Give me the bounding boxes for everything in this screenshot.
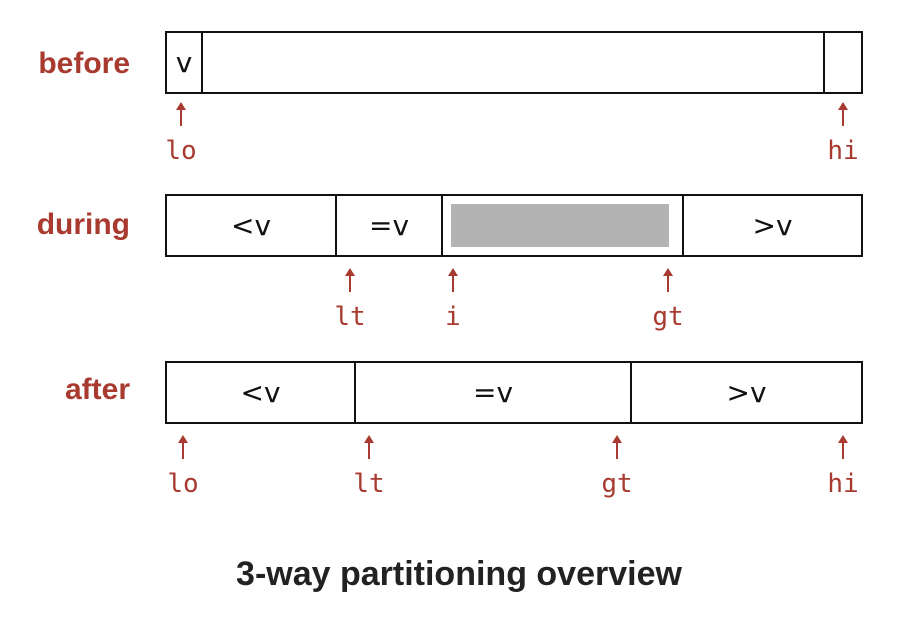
up-arrow-icon <box>663 268 673 292</box>
up-arrow-icon <box>178 435 188 459</box>
pointer-hi-before: hi <box>813 102 873 166</box>
array-after: <v =v >v <box>165 361 863 424</box>
pointer-hi-after: hi <box>813 435 873 499</box>
pointer-label: lo <box>167 469 199 499</box>
up-arrow-icon <box>176 102 186 126</box>
pointer-lo-after: lo <box>153 435 213 499</box>
up-arrow-icon <box>345 268 355 292</box>
row-label-before: before <box>38 47 130 80</box>
pointer-lt-after: lt <box>339 435 399 499</box>
unknown-region <box>451 204 669 247</box>
pointer-label: lo <box>165 136 197 166</box>
pointer-label: i <box>445 302 461 332</box>
cell-equal: =v <box>335 196 441 255</box>
array-before: v <box>165 31 863 94</box>
pointer-lo-before: lo <box>151 102 211 166</box>
pointer-label: gt <box>652 302 684 332</box>
up-arrow-icon <box>364 435 374 459</box>
cell-rest <box>201 33 823 92</box>
pointer-label: lt <box>334 302 366 332</box>
cell-greater: >v <box>630 363 861 422</box>
cell-less: <v <box>240 376 281 409</box>
cell-equal: =v <box>354 363 630 422</box>
pointer-gt-after: gt <box>587 435 647 499</box>
pointer-label: gt <box>601 469 633 499</box>
array-during: <v =v >v <box>165 194 863 257</box>
pointer-label: hi <box>827 136 859 166</box>
cell-greater: >v <box>682 196 861 255</box>
cell-last <box>823 33 861 92</box>
pointer-gt-during: gt <box>638 268 698 332</box>
figure-caption: 3-way partitioning overview <box>236 555 682 593</box>
row-label-after: after <box>64 373 130 406</box>
pointer-label: hi <box>827 469 859 499</box>
up-arrow-icon <box>612 435 622 459</box>
pointer-lt-during: lt <box>320 268 380 332</box>
cell-pivot: v <box>175 46 193 79</box>
cell-unknown <box>441 196 682 255</box>
row-label-during: during <box>36 208 130 241</box>
up-arrow-icon <box>838 102 848 126</box>
pointer-i-during: i <box>423 268 483 332</box>
up-arrow-icon <box>448 268 458 292</box>
cell-less: <v <box>230 209 272 242</box>
up-arrow-icon <box>838 435 848 459</box>
pointer-label: lt <box>353 469 385 499</box>
